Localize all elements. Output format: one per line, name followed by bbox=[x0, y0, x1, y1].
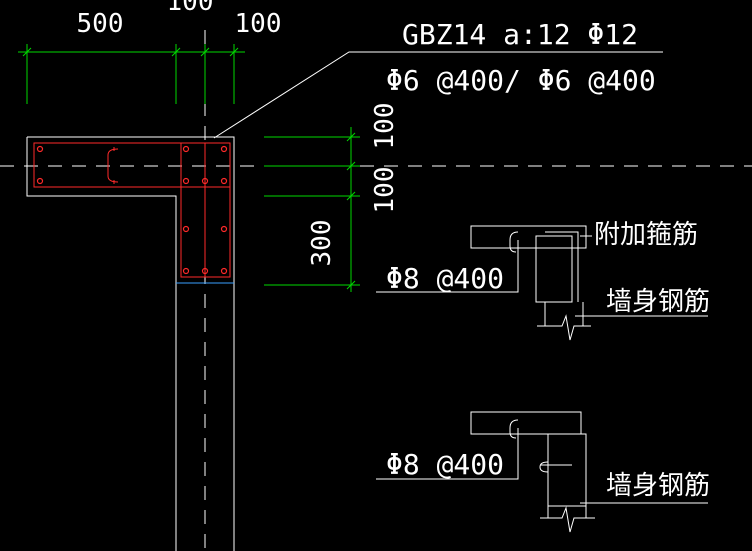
tick-234 bbox=[229, 47, 239, 57]
leader-line bbox=[213, 51, 663, 139]
column-rebar bbox=[33, 142, 231, 278]
detail1-break-line bbox=[537, 314, 591, 341]
gbz-leader bbox=[213, 51, 663, 139]
top-dimension bbox=[18, 44, 245, 104]
tick-285 bbox=[346, 280, 356, 290]
detail1-wall-rebar-label: 墙身钢筋 bbox=[606, 287, 710, 317]
dim-top-500: 500 bbox=[77, 9, 124, 39]
gbz-label: GBZ14 a:12 Φ12 bbox=[402, 18, 638, 51]
detail1-rebar-label: Φ8 @400 bbox=[386, 262, 504, 295]
side-dimension bbox=[264, 127, 360, 292]
tick-137 bbox=[346, 132, 356, 142]
dim-top-100-right: 100 bbox=[235, 9, 282, 39]
detail1-wall-section bbox=[470, 225, 587, 249]
rebar-dots bbox=[36, 145, 228, 275]
stirrup-spec-label: Φ6 @400/ Φ6 @400 bbox=[386, 64, 656, 97]
tick-205 bbox=[200, 47, 210, 57]
tick-176 bbox=[171, 47, 181, 57]
dim-side-100-mid: 100 bbox=[370, 167, 400, 214]
detail2-tie bbox=[539, 461, 572, 473]
dim-side-100-top: 100 bbox=[370, 103, 400, 150]
detail2-wall-rebar-label: 墙身钢筋 bbox=[606, 471, 710, 501]
detail1-hook bbox=[509, 231, 519, 253]
detail2-break-line bbox=[540, 506, 595, 533]
detail1-stirrup bbox=[535, 235, 573, 303]
detail2-hook bbox=[509, 419, 519, 439]
detail1-leader bbox=[376, 240, 519, 293]
axis-lines bbox=[0, 30, 752, 551]
outline-right bbox=[27, 136, 235, 551]
outline-left bbox=[26, 137, 177, 551]
detail2-leader bbox=[376, 428, 519, 480]
wall-outline bbox=[26, 136, 235, 551]
detail-1 bbox=[376, 225, 708, 341]
tie-hook-left bbox=[107, 148, 119, 183]
tick-27 bbox=[22, 47, 32, 57]
tick-196 bbox=[346, 191, 356, 201]
detail2-wall-body bbox=[547, 433, 587, 507]
detail1-extra-stirrup-label: 附加箍筋 bbox=[594, 220, 698, 250]
dim-top-100-left: 100 bbox=[167, 0, 214, 17]
detail1-extra-stirrup bbox=[545, 231, 579, 302]
dim-side-300: 300 bbox=[307, 220, 337, 267]
tick-166 bbox=[346, 161, 356, 171]
detail2-rebar-label: Φ8 @400 bbox=[386, 448, 504, 481]
detail2-wall-section bbox=[470, 411, 582, 435]
detail-2 bbox=[376, 411, 708, 533]
